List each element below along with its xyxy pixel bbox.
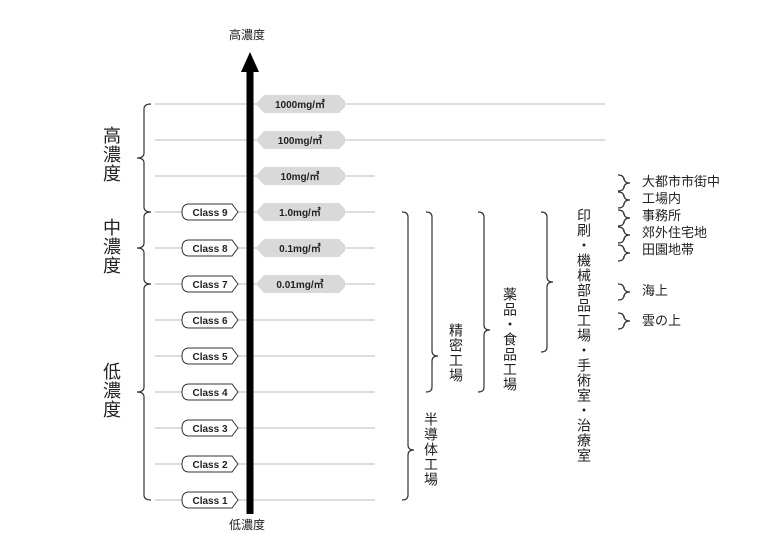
concentration-tag bbox=[256, 239, 345, 257]
facility-pharma-food: 薬品・食品工場 bbox=[501, 287, 517, 392]
brace-printing bbox=[540, 211, 554, 353]
concentration-label: 0.1mg/㎥ bbox=[279, 242, 321, 255]
range-label-low: 低濃度 bbox=[100, 362, 121, 419]
class-label: Class 9 bbox=[192, 208, 227, 219]
concentration-label: 1000mg/㎥ bbox=[275, 98, 325, 111]
environment-item: 事務所 bbox=[642, 209, 682, 224]
brace-environment bbox=[617, 191, 631, 209]
environment-list: 大都市市街中 工場内 事務所 郊外住宅地 田園地帯 bbox=[642, 174, 720, 259]
class-tag bbox=[181, 383, 239, 401]
class-label: Class 6 bbox=[192, 316, 227, 327]
brace-mid bbox=[136, 211, 152, 285]
facility-precision: 精密工場 bbox=[447, 323, 463, 383]
brace-precision bbox=[425, 211, 439, 393]
environment-item: 工場内 bbox=[642, 192, 682, 207]
concentration-label: 0.01mg/㎥ bbox=[276, 278, 323, 291]
brace-environment bbox=[617, 209, 631, 227]
brace-environment bbox=[617, 174, 631, 192]
class-tag bbox=[181, 455, 239, 473]
axis-top-label: 高濃度 bbox=[229, 28, 266, 42]
class-label: Class 7 bbox=[192, 280, 227, 291]
class-label: Class 3 bbox=[192, 424, 227, 435]
class-label: Class 1 bbox=[192, 496, 227, 507]
axis-bottom-label: 低濃度 bbox=[229, 518, 266, 532]
class-tag bbox=[181, 491, 239, 509]
class-tag bbox=[181, 347, 239, 365]
brace-semiconductor bbox=[401, 211, 415, 501]
class-label: Class 4 bbox=[192, 388, 227, 399]
class-label: Class 2 bbox=[192, 460, 227, 471]
concentration-label: 1.0mg/㎥ bbox=[279, 206, 321, 219]
concentration-label: 10mg/㎥ bbox=[281, 170, 320, 183]
class-label: Class 5 bbox=[192, 352, 227, 363]
brace-environment bbox=[617, 226, 631, 244]
axis-arrow-head bbox=[241, 52, 259, 72]
concentration-tag bbox=[256, 203, 345, 221]
brace-low bbox=[136, 283, 152, 501]
class-tag bbox=[181, 239, 239, 257]
concentration-label: 100mg/㎥ bbox=[278, 134, 322, 147]
concentration-tag bbox=[256, 275, 345, 293]
brace-pharma-food bbox=[477, 211, 491, 393]
class-label: Class 8 bbox=[192, 244, 227, 255]
concentration-tag bbox=[256, 95, 345, 113]
environment-item: 郊外住宅地 bbox=[642, 226, 708, 241]
class-tag bbox=[181, 419, 239, 437]
brace-high bbox=[136, 103, 152, 213]
environment-sea: 海上 bbox=[642, 284, 669, 299]
range-label-mid: 中濃度 bbox=[100, 218, 121, 275]
range-label-high: 高濃度 bbox=[100, 126, 121, 183]
class-tag bbox=[181, 275, 239, 293]
brace-environment bbox=[617, 244, 631, 262]
brace-environment bbox=[617, 312, 631, 330]
environment-item: 田園地帯 bbox=[642, 243, 695, 258]
class-tag bbox=[181, 311, 239, 329]
concentration-tag bbox=[256, 131, 345, 149]
class-tag bbox=[181, 203, 239, 221]
facility-printing: 印刷・機械部品工場・手術室・治療室 bbox=[575, 208, 591, 463]
concentration-tag bbox=[256, 167, 345, 185]
environment-cloud: 雲の上 bbox=[642, 314, 682, 329]
brace-environment bbox=[617, 283, 631, 301]
environment-item: 大都市市街中 bbox=[642, 175, 721, 190]
facility-semiconductor: 半導体工場 bbox=[422, 412, 438, 487]
